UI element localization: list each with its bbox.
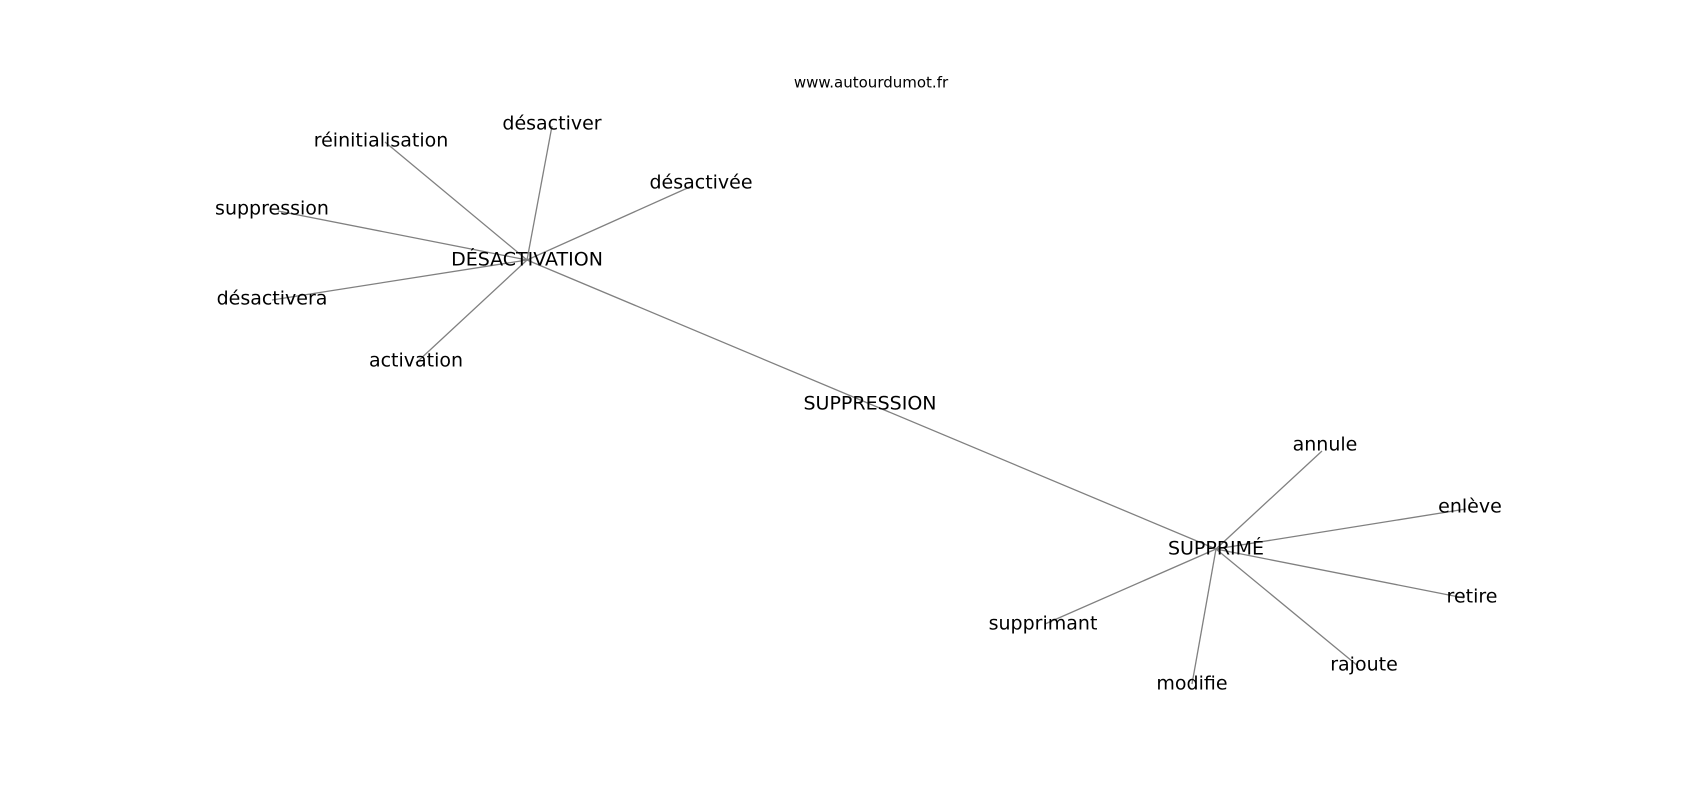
node-desactivera: désactivera bbox=[217, 288, 328, 310]
node-desactivee: désactivée bbox=[649, 172, 752, 194]
edge-desactivation-desactivera bbox=[271, 259, 528, 301]
source-watermark: www.autourdumot.fr bbox=[794, 74, 949, 92]
edge-desactivation-activation bbox=[415, 259, 528, 364]
node-modifie: modifie bbox=[1156, 673, 1227, 695]
node-desactiver: désactiver bbox=[502, 113, 601, 135]
node-supprimant: supprimant bbox=[989, 613, 1098, 635]
edge-desactivation-desactivee bbox=[526, 185, 693, 261]
edge-supprime-modifie bbox=[1191, 548, 1217, 685]
node-retire: retire bbox=[1447, 586, 1498, 608]
node-suppression-center: SUPPRESSION bbox=[804, 393, 937, 415]
node-rajoute: rajoute bbox=[1330, 654, 1398, 676]
edge-desactivation-suppression-center bbox=[526, 259, 871, 405]
node-supprime: SUPPRIMÉ bbox=[1168, 537, 1264, 560]
node-labels: SUPPRESSION DÉSACTIVATION réinitialisati… bbox=[215, 113, 1502, 695]
edge-supprime-supprimant bbox=[1044, 548, 1217, 625]
node-enleve: enlève bbox=[1438, 496, 1502, 518]
edge-supprime-rajoute bbox=[1215, 548, 1359, 667]
node-annule: annule bbox=[1293, 434, 1358, 456]
edge-suppression-center-supprime bbox=[869, 403, 1217, 550]
node-reinitialisation: réinitialisation bbox=[314, 130, 449, 152]
edge-supprime-annule bbox=[1215, 450, 1323, 550]
node-suppression: suppression bbox=[215, 198, 329, 220]
node-desactivation: DÉSACTIVATION bbox=[451, 248, 603, 271]
edge-supprime-enleve bbox=[1215, 508, 1467, 550]
edge-desactivation-reinitialisation bbox=[384, 141, 528, 261]
edge-desactivation-desactiver bbox=[526, 125, 553, 261]
graph-edges bbox=[271, 125, 1467, 685]
edge-desactivation-suppression bbox=[277, 210, 528, 261]
edge-supprime-retire bbox=[1215, 548, 1465, 599]
node-activation: activation bbox=[369, 350, 463, 372]
